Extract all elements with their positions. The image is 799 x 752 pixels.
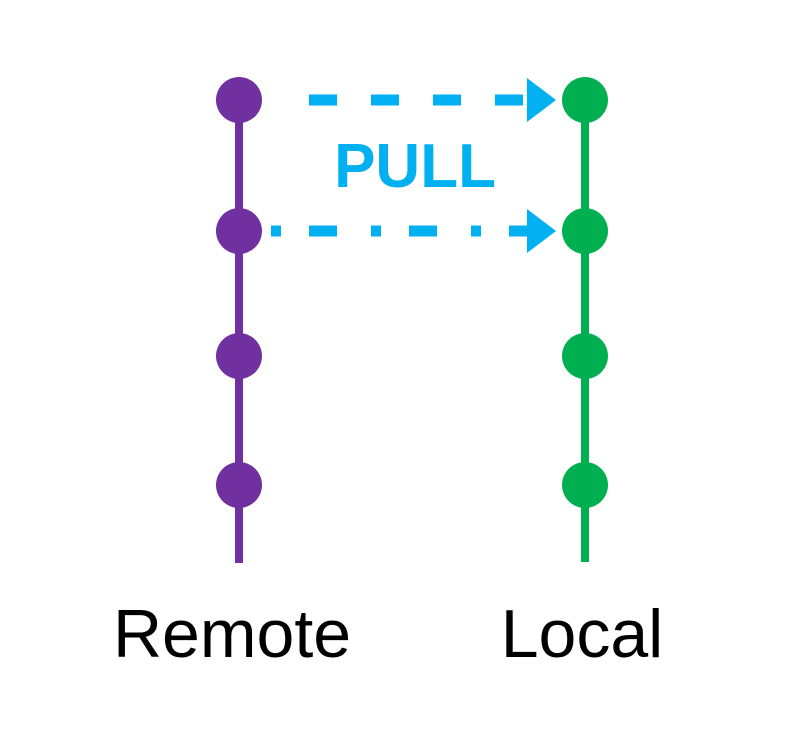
pull-label: PULL bbox=[334, 132, 496, 201]
pull-arrow-head-icon bbox=[527, 78, 556, 122]
local-commit-3 bbox=[562, 333, 608, 379]
remote-commit-4 bbox=[216, 462, 262, 508]
pull-arrow-head-icon bbox=[527, 209, 556, 253]
pull-arrow-1 bbox=[309, 78, 556, 122]
local-commit-4 bbox=[562, 462, 608, 508]
remote-label: Remote bbox=[113, 596, 351, 672]
pull-arrows bbox=[271, 78, 556, 253]
local-commit-2 bbox=[562, 208, 608, 254]
local-branch bbox=[562, 77, 608, 562]
remote-branch bbox=[216, 77, 262, 563]
local-commit-1 bbox=[562, 77, 608, 123]
pull-arrow-2 bbox=[271, 209, 556, 253]
remote-commit-2 bbox=[216, 208, 262, 254]
remote-commit-1 bbox=[216, 77, 262, 123]
local-label: Local bbox=[501, 596, 664, 672]
remote-commit-3 bbox=[216, 333, 262, 379]
